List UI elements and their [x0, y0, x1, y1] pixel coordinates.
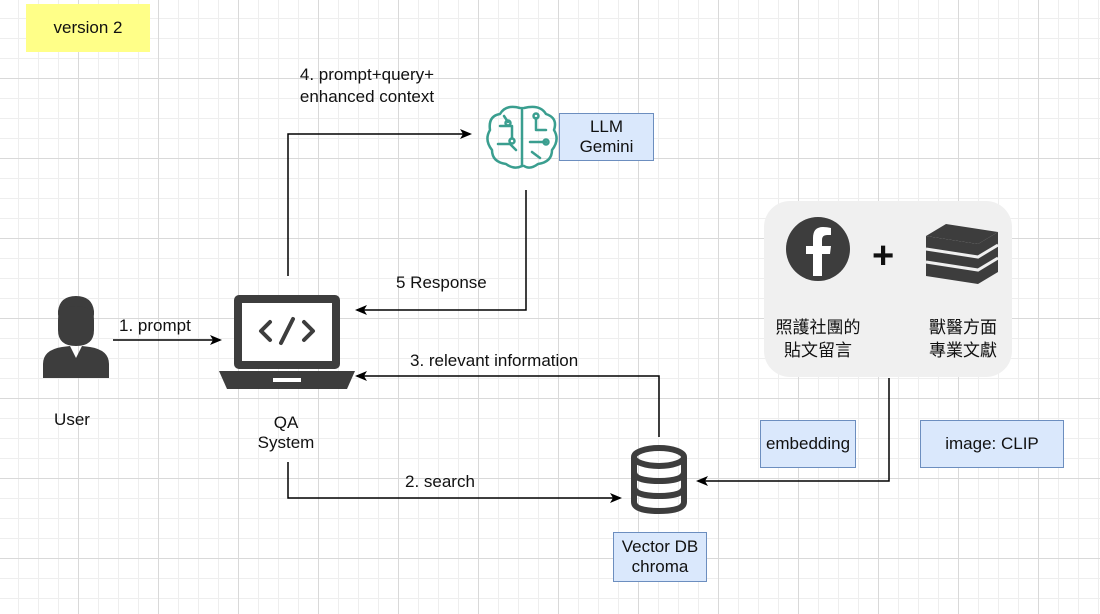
- user-label: User: [54, 410, 90, 429]
- edge-relevant-information: [355, 371, 660, 437]
- edge-label-prompt: 1. prompt: [119, 316, 191, 335]
- qa-system-label-line1: QA: [273, 413, 299, 432]
- edge-response: [355, 190, 527, 315]
- edge-label-response: 5 Response: [396, 273, 487, 292]
- edge-search: [287, 462, 622, 503]
- image-clip-tag: image: CLIP: [920, 420, 1064, 468]
- vector-db-label-line2: chroma: [631, 557, 689, 576]
- books-icon: [925, 224, 999, 284]
- version-note: version 2: [26, 4, 150, 52]
- embedding-tag: embedding: [760, 420, 856, 468]
- edge-label-to-llm: 4. prompt+query+ enhanced context: [282, 64, 452, 108]
- edge-to-llm: [287, 129, 472, 276]
- laptop-code-icon: [219, 295, 355, 389]
- brain-circuit-icon: [486, 105, 558, 169]
- books-source-label: 獸醫方面 專業文獻: [910, 316, 1016, 362]
- edge-embedding: [696, 378, 890, 486]
- vector-db-label-line1: Vector DB: [621, 537, 699, 556]
- edge-label-to-llm-line2: enhanced context: [299, 87, 435, 106]
- llm-label-line1: LLM: [589, 117, 624, 136]
- facebook-source-line2: 貼文留言: [784, 341, 852, 360]
- edge-label-to-llm-line1: 4. prompt+query+: [299, 65, 435, 84]
- edge-label-relevant-information: 3. relevant information: [410, 351, 579, 370]
- llm-label-line2: Gemini: [579, 137, 634, 156]
- books-source-line1: 獸醫方面: [929, 318, 997, 337]
- database-icon: [631, 445, 687, 515]
- plus-sign: +: [872, 235, 895, 277]
- edge-label-search: 2. search: [405, 472, 475, 491]
- facebook-source-label: 照護社團的 貼文留言: [764, 316, 872, 362]
- user-icon: [43, 296, 109, 378]
- vector-db-label-box: Vector DB chroma: [613, 532, 707, 582]
- qa-system-label-line2: System: [257, 433, 315, 452]
- qa-system-label: QA System: [246, 413, 326, 453]
- books-source-line2: 專業文獻: [929, 341, 997, 360]
- facebook-icon: [786, 217, 850, 281]
- llm-label-box: LLM Gemini: [559, 113, 654, 161]
- facebook-source-line1: 照護社團的: [775, 318, 861, 337]
